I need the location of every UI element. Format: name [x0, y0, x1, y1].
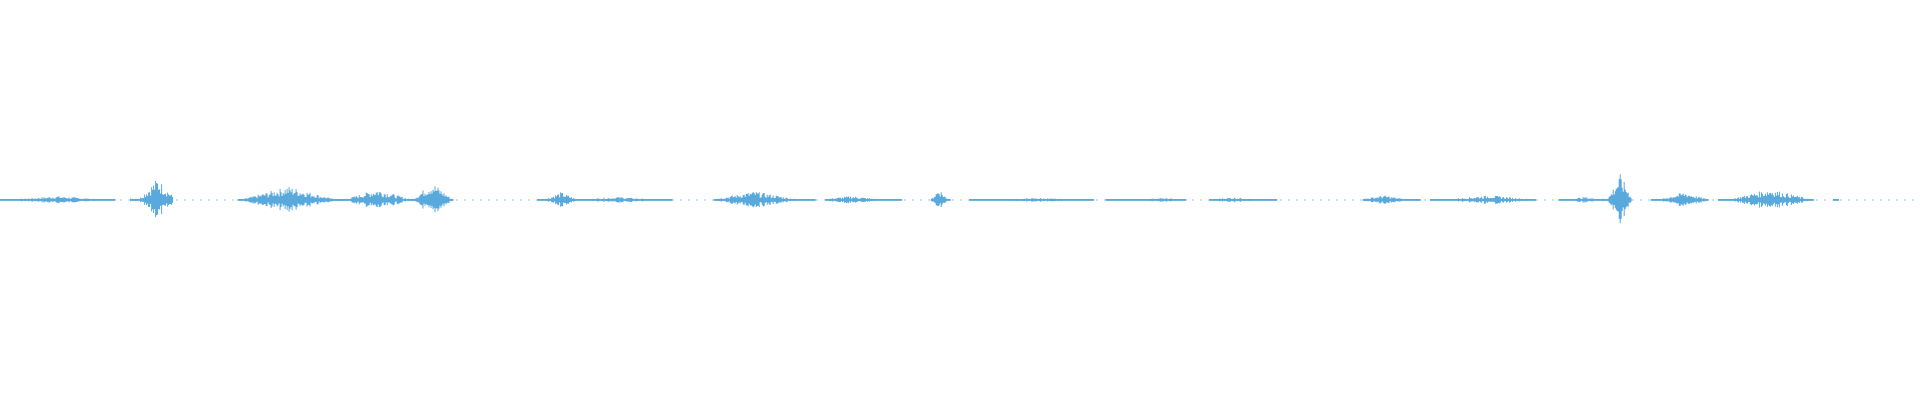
waveform-segment [825, 196, 903, 204]
waveform-peaks [1105, 198, 1187, 202]
waveform-segment [1362, 195, 1421, 204]
waveform-peaks [1602, 174, 1632, 224]
waveform-peaks [0, 196, 116, 204]
waveform-segment [130, 180, 174, 218]
waveform-segment [1558, 197, 1604, 203]
waveform-peaks [575, 197, 673, 203]
waveform-segment [713, 192, 816, 208]
waveform-segment [1429, 195, 1536, 204]
waveform-segment [1650, 193, 1709, 206]
waveform-peaks [130, 180, 174, 218]
waveform-segment [969, 198, 1095, 202]
waveform-segment [930, 192, 951, 207]
waveform-segment [329, 192, 407, 208]
waveform-segment [406, 186, 454, 213]
waveform-peaks [1362, 195, 1421, 204]
waveform-segment [1602, 174, 1632, 224]
waveform-peaks [1717, 191, 1814, 208]
waveform-segment [237, 187, 346, 212]
waveform-peaks [969, 198, 1095, 202]
waveform-peaks [1833, 199, 1840, 201]
waveform-peaks [1650, 193, 1709, 206]
waveform-peaks [329, 192, 407, 208]
waveform-peaks [930, 192, 951, 207]
waveform-peaks [537, 192, 577, 207]
waveform-segment [1717, 191, 1814, 208]
waveform-segment [1833, 199, 1840, 201]
waveform-peaks [406, 186, 454, 213]
waveform-peaks [1429, 195, 1536, 204]
waveform-segment [537, 192, 577, 207]
waveform-peaks [237, 187, 346, 212]
waveform-peaks [713, 192, 816, 208]
waveform-segment [1105, 198, 1187, 202]
waveform-segment [0, 196, 116, 204]
waveform-segment [1209, 197, 1278, 203]
waveform-peaks [1209, 197, 1278, 203]
waveform-peaks [825, 196, 903, 204]
waveform-peaks [1558, 197, 1604, 203]
waveform-segment [575, 197, 673, 203]
